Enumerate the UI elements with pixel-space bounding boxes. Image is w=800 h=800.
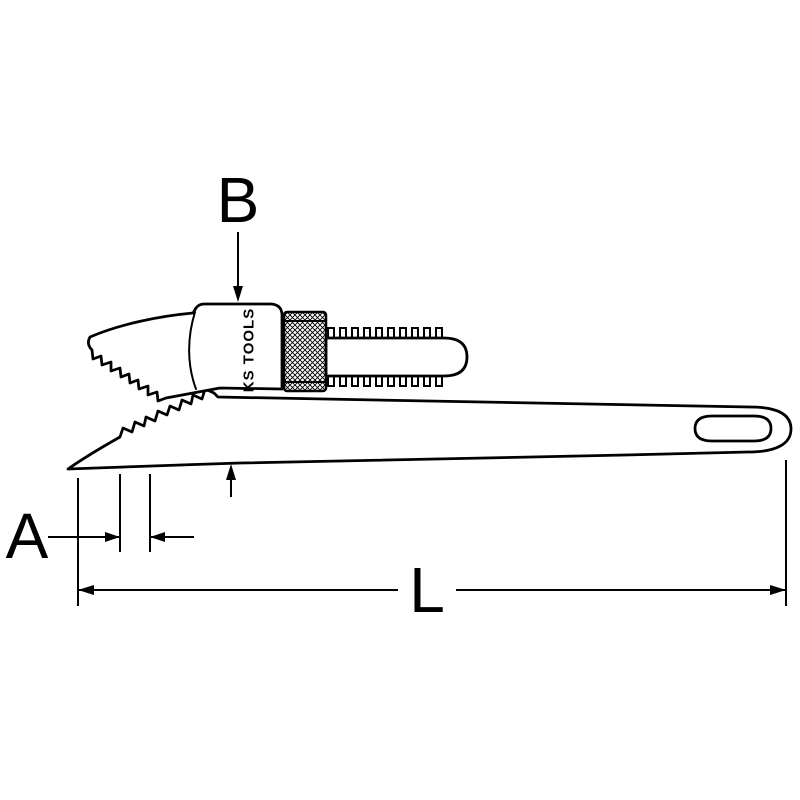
dimension-a-arrow-left-icon	[150, 532, 165, 542]
dimension-a-label: A	[6, 500, 49, 572]
rod-rack-teeth-bottom	[327, 375, 446, 387]
hook-jaw-head	[87, 302, 284, 403]
brand-logo: KS TOOLS	[241, 308, 258, 392]
dimension-l-arrow-left-icon	[78, 585, 94, 595]
head-contour-line	[188, 311, 197, 390]
wrench-drawing: KS TOOLS	[66, 302, 793, 471]
dimension-b-arrow-down-icon	[233, 286, 243, 302]
dimension-b-label: B	[217, 164, 260, 236]
rod-rack-teeth-top	[327, 327, 446, 339]
dimension-b-arrow-up-icon	[226, 464, 236, 480]
dimension-a: A	[6, 474, 194, 572]
adjustment-rod	[324, 336, 469, 378]
dimension-l-arrow-right-icon	[770, 585, 786, 595]
dimension-l: L	[77, 460, 787, 626]
wrench-handle	[66, 387, 793, 471]
dimension-b: B	[217, 164, 260, 497]
knurled-adjustment-nut	[282, 310, 328, 393]
dimension-a-arrow-right-icon	[105, 532, 120, 542]
dimension-l-label: L	[409, 554, 445, 626]
handle-hang-slot	[693, 414, 773, 443]
